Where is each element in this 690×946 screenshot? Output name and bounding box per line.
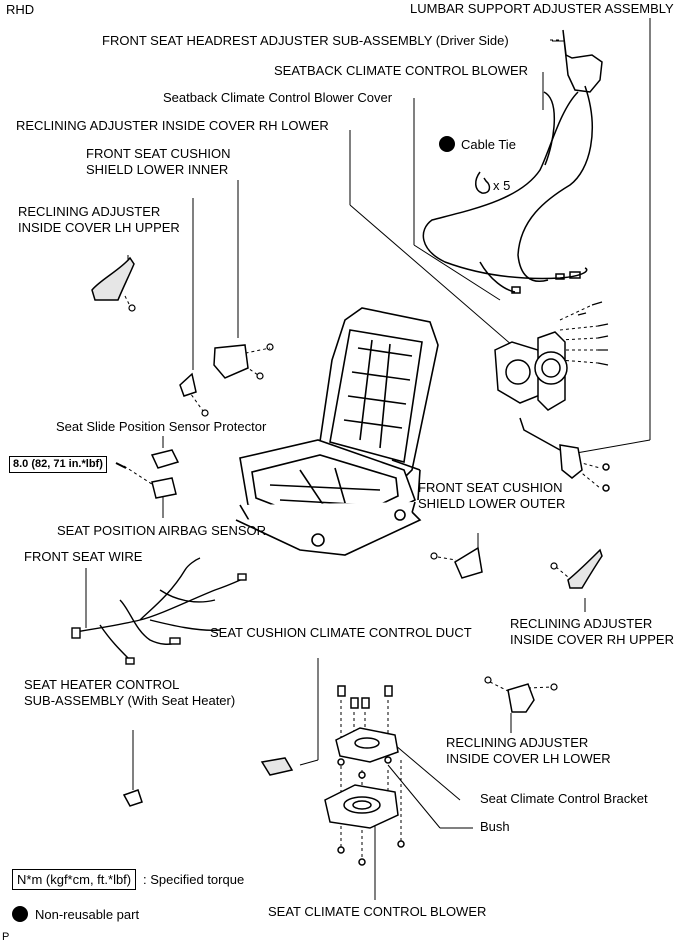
rec-lh-lower-label: RECLINING ADJUSTER INSIDE COVER LH LOWER	[446, 735, 611, 766]
lumbar-adjuster-drawing	[519, 417, 610, 492]
cushion-shield-outer-screw	[430, 552, 438, 560]
rec-lh-lower-screw-b	[550, 683, 558, 691]
lumbar-support-label: LUMBAR SUPPORT ADJUSTER ASSEMBLY	[410, 1, 674, 16]
cable-tie-qty: x 5	[493, 178, 511, 193]
nonreusable-legend-label: Non-reusable part	[35, 907, 140, 922]
climate-bracket-label: Seat Climate Control Bracket	[480, 791, 648, 806]
headrest-adjuster-label: FRONT SEAT HEADREST ADJUSTER SUB-ASSEMBL…	[102, 33, 509, 48]
front-seat-wire-drawing	[71, 557, 247, 665]
torque-bolt	[115, 462, 127, 469]
blower-screws	[577, 301, 609, 366]
slide-sensor-protector-drawing	[150, 449, 180, 469]
seat-frame-drawing	[235, 307, 439, 556]
cable-tie-label: Cable Tie	[461, 137, 516, 152]
cushion-blower-label: SEAT CLIMATE CONTROL BLOWER	[268, 904, 487, 919]
cushion-shield-inner-drawing	[213, 344, 249, 379]
slide-sensor-protector-label: Seat Slide Position Sensor Protector	[56, 419, 267, 434]
rec-rh-lower-label: RECLINING ADJUSTER INSIDE COVER RH LOWER	[16, 118, 329, 133]
rec-lh-upper-drawing	[91, 256, 135, 301]
torque-legend-desc: : Specified torque	[143, 872, 245, 887]
rec-lh-lower-drawing	[507, 683, 535, 713]
heater-control-connector	[260, 757, 294, 776]
rhd-label: RHD	[6, 2, 35, 17]
heater-control-label: SEAT HEATER CONTROL SUB-ASSEMBLY (With S…	[24, 677, 236, 708]
rec-lh-lower-screw-a	[484, 676, 492, 684]
position-airbag-sensor-drawing	[151, 477, 177, 499]
seatback-blower-label: SEATBACK CLIMATE CONTROL BLOWER	[274, 63, 529, 78]
position-airbag-sensor-label: SEAT POSITION AIRBAG SENSOR	[57, 523, 267, 538]
front-seat-wire-label: FRONT SEAT WIRE	[24, 549, 143, 564]
nonreusable-marker-icon	[439, 136, 455, 152]
rec-rh-upper-label: RECLINING ADJUSTER INSIDE COVER RH UPPER	[510, 616, 674, 647]
bush-label: Bush	[480, 819, 510, 834]
rec-rh-upper-screw	[550, 562, 558, 570]
rec-rh-upper-drawing	[567, 548, 603, 589]
rec-lh-upper-screw	[128, 304, 136, 312]
lumbar-cable	[422, 29, 603, 294]
cushion-shield-inner-bracket	[179, 372, 197, 397]
seatback-blower-drawing	[494, 331, 568, 411]
cushion-shield-outer-drawing	[454, 546, 483, 579]
cushion-shield-inner-screw-b	[256, 372, 264, 380]
cushion-shield-outer-label: FRONT SEAT CUSHION SHIELD LOWER OUTER	[418, 480, 566, 511]
cushion-shield-inner-bracket-screw	[201, 409, 209, 417]
cushion-duct-label: SEAT CUSHION CLIMATE CONTROL DUCT	[210, 625, 472, 640]
cable-tie-icon	[475, 171, 491, 194]
footer-code: P	[2, 931, 10, 943]
seatback-blower-cover-label: Seatback Climate Control Blower Cover	[163, 90, 393, 105]
nonreusable-legend-icon	[12, 906, 28, 922]
heater-control-drawing	[122, 789, 143, 807]
rec-lh-upper-label: RECLINING ADJUSTER INSIDE COVER LH UPPER	[18, 204, 180, 235]
cushion-shield-inner-screw-a	[266, 343, 274, 351]
cushion-duct-stack	[324, 685, 405, 866]
torque-value-box: 8.0 (82, 71 in.*lbf)	[9, 456, 107, 473]
torque-legend-box: N*m (kgf*cm, ft.*lbf)	[12, 869, 137, 890]
cushion-shield-inner-label: FRONT SEAT CUSHION SHIELD LOWER INNER	[86, 146, 231, 177]
